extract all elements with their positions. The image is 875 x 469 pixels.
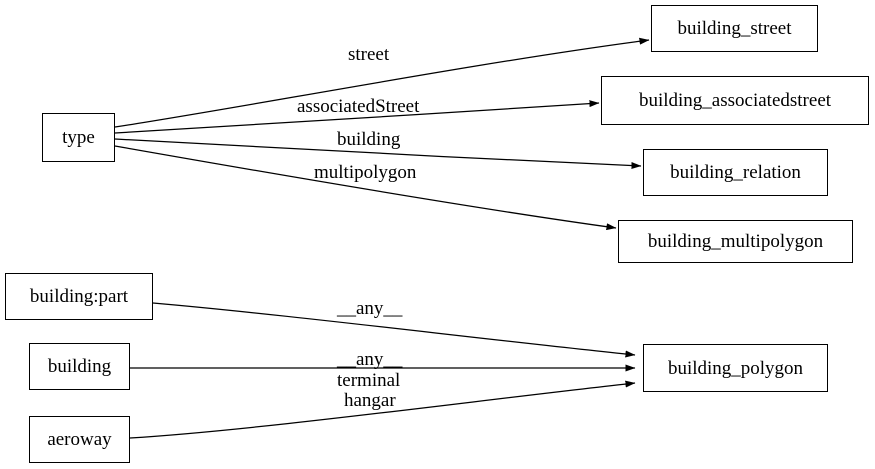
node-building[interactable]: building xyxy=(29,343,130,390)
node-label: building xyxy=(47,356,112,377)
edge-label-multipolygon: multipolygon xyxy=(314,162,417,183)
edge-type-building_multipolygon xyxy=(114,145,617,231)
edge-label-terminal: terminal xyxy=(337,370,401,391)
node-type[interactable]: type xyxy=(42,113,115,162)
edge-label-street: street xyxy=(348,44,390,65)
node-label: aeroway xyxy=(47,429,112,450)
node-label: building_relation xyxy=(670,162,801,183)
edge-label-any-building-part: __any__ xyxy=(337,298,403,319)
node-label: type xyxy=(62,127,95,148)
node-label: building_polygon xyxy=(667,357,804,379)
edge-label-associatedstreet: associatedStreet xyxy=(297,96,420,117)
node-building-multipolygon[interactable]: building_multipolygon xyxy=(618,220,853,263)
node-building-part[interactable]: building:part xyxy=(5,273,153,320)
node-building-associatedstreet[interactable]: building_associatedstreet xyxy=(601,76,869,125)
node-label: building:part xyxy=(29,286,129,307)
node-label: building_associatedstreet xyxy=(638,90,832,111)
node-building-street[interactable]: building_street xyxy=(651,5,818,52)
edge-label-hangar: hangar xyxy=(344,390,396,411)
node-building-relation[interactable]: building_relation xyxy=(643,149,828,196)
edge-label-any-building: __any__ xyxy=(337,349,403,370)
edge-label-building: building xyxy=(337,129,401,150)
node-label: building_multipolygon xyxy=(647,231,824,252)
node-building-polygon[interactable]: building_polygon xyxy=(643,344,828,392)
node-label: building_street xyxy=(677,18,792,39)
node-aeroway[interactable]: aeroway xyxy=(29,416,130,463)
